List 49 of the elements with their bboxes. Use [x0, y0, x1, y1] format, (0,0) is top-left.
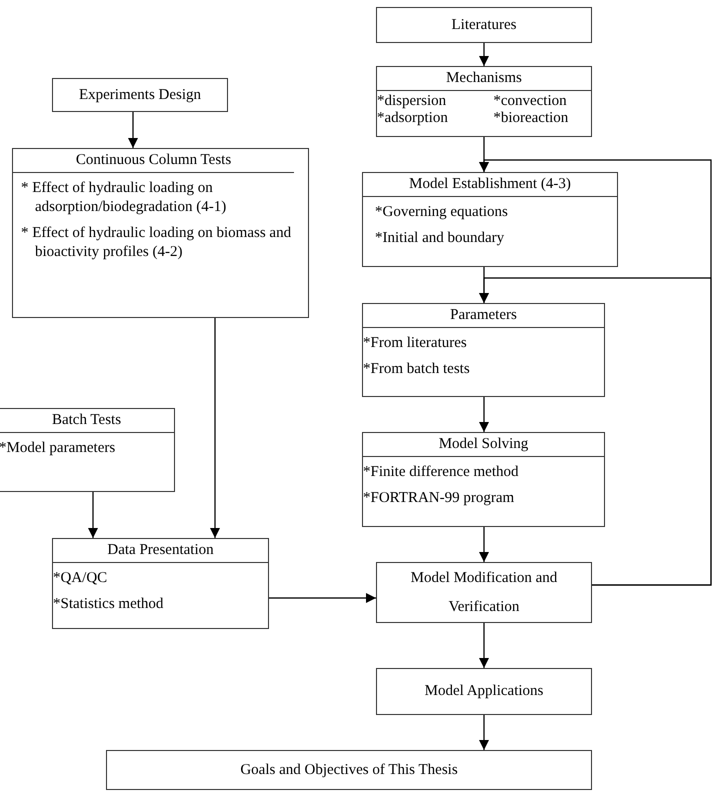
process-box — [0, 408, 175, 492]
bullet-text: *adsorption — [377, 110, 449, 127]
process-box — [362, 303, 605, 397]
box-title: Experiments Design — [78, 86, 202, 104]
process-box — [376, 562, 592, 623]
bullet-text: *Finite difference method — [363, 463, 520, 482]
bullet-text: *bioreaction — [493, 110, 570, 127]
bullet-text: *From literatures — [363, 334, 468, 353]
box-heading: Batch Tests — [50, 411, 122, 430]
bullet-text: * Effect of hydraulic loading on biomass and bioactivity profiles (4-2) — [20, 224, 292, 262]
bullet-text: *Model parameters — [0, 439, 116, 458]
box-heading: Model Solving — [438, 435, 530, 454]
arrow — [479, 715, 489, 750]
process-box — [52, 538, 269, 629]
bullet-text: * Effect of hydraulic loading on adsorption/biodegradation (4-1) — [20, 179, 228, 217]
box-heading: Data Presentation — [106, 541, 215, 560]
bullet-text: *From batch tests — [363, 360, 471, 379]
box-title: Literatures — [452, 16, 516, 34]
box-title: Model Modification and Verification — [410, 568, 558, 616]
process-box — [376, 7, 592, 43]
box-title: Model Applications — [424, 682, 544, 701]
arrow — [210, 318, 220, 538]
arrow — [479, 623, 489, 668]
bullet-text: *Statistics method — [53, 595, 164, 614]
process-box — [362, 172, 618, 267]
box-heading: Continuous Column Tests — [74, 151, 232, 170]
bullet-text: *convection — [493, 93, 568, 110]
process-box — [106, 750, 592, 790]
process-box — [52, 78, 228, 112]
bullet-text: *Governing equations — [374, 203, 509, 222]
process-box — [12, 148, 309, 318]
process-box — [362, 432, 605, 527]
box-heading: Mechanisms — [445, 69, 523, 88]
bullet-text: *FORTRAN-99 program — [363, 489, 516, 508]
arrow — [88, 492, 98, 538]
process-box — [376, 66, 592, 137]
box-heading: Model Establishment (4-3) — [408, 175, 572, 194]
arrow — [479, 527, 489, 562]
arrow — [479, 277, 712, 586]
box-heading: Parameters — [449, 306, 518, 325]
bullet-text: *Initial and boundary — [374, 229, 506, 248]
bullet-text: *dispersion — [377, 93, 448, 110]
bullet-text: *QA/QC — [53, 569, 108, 588]
process-box — [376, 668, 592, 715]
box-title: Goals and Objectives of This Thesis — [240, 760, 458, 780]
arrow — [479, 43, 489, 66]
arrow — [128, 112, 138, 148]
arrow — [269, 593, 376, 603]
arrow — [479, 397, 489, 432]
